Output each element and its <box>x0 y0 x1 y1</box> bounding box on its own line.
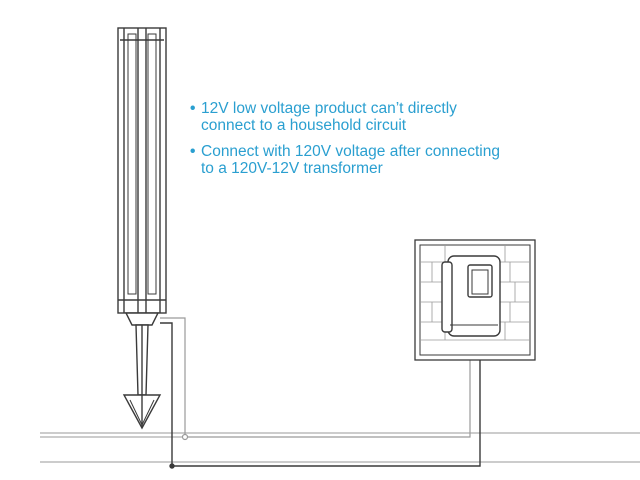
note-line: to a 120V-12V transformer <box>201 160 383 177</box>
notes-list: • 12V low voltage product can’t directly… <box>190 100 610 186</box>
note-line: Connect with 120V voltage after connecti… <box>201 143 500 160</box>
note-line: 12V low voltage product can’t directly <box>201 100 457 117</box>
bollard-lamp-icon <box>117 27 167 314</box>
transformer-box-icon <box>441 255 501 337</box>
bullet-icon: • <box>190 100 196 117</box>
ground-wire <box>160 322 481 469</box>
note-low-voltage: • 12V low voltage product can’t directly… <box>190 100 610 134</box>
ground-stake-icon <box>122 312 162 430</box>
ground-lines <box>40 432 640 463</box>
low-voltage-wire <box>160 317 471 441</box>
bullet-icon: • <box>190 143 196 160</box>
note-line: connect to a household circuit <box>201 117 407 134</box>
note-transformer: • Connect with 120V voltage after connec… <box>190 143 610 177</box>
